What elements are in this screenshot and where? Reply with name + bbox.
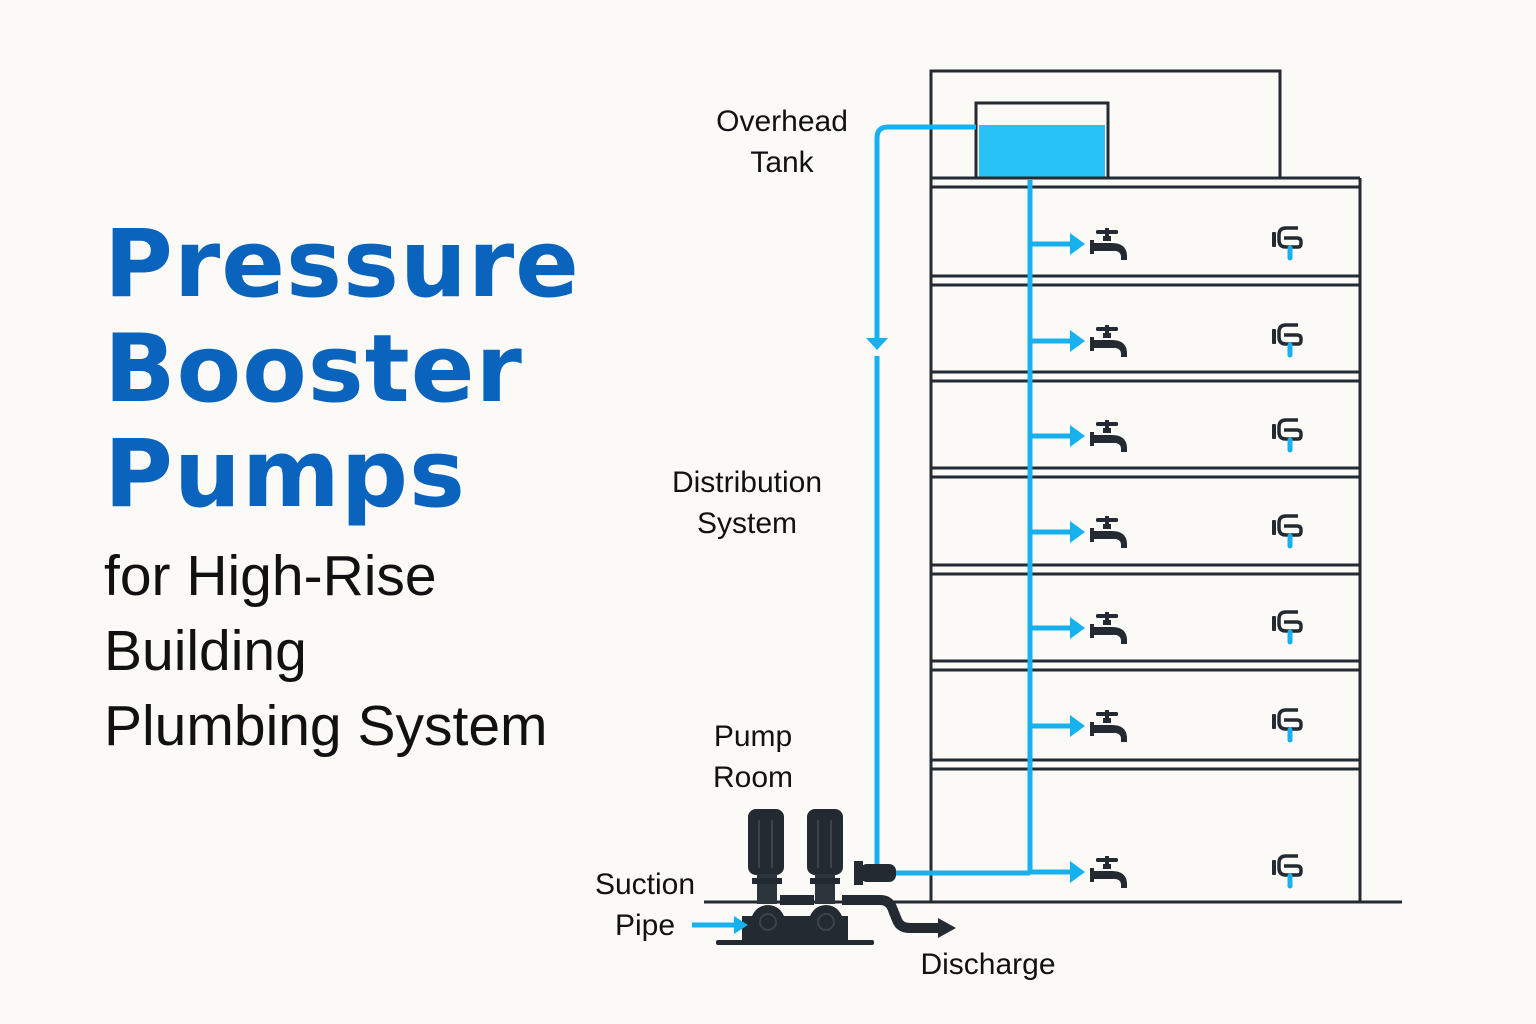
flow-arrow-icon <box>1070 425 1085 447</box>
discharge-arrow-icon <box>938 918 956 938</box>
fixtures <box>1090 228 1301 888</box>
shower-tap-icon <box>1272 228 1301 258</box>
floor-separators <box>931 176 1360 771</box>
flow-arrow-icon <box>1070 330 1085 352</box>
shower-tap-icon <box>1272 325 1301 355</box>
shower-tap-icon <box>1272 856 1301 886</box>
pump-2 <box>807 809 843 939</box>
flow-arrow-icon <box>1070 521 1085 543</box>
flow-arrow-icon <box>1070 233 1085 255</box>
overhead-tank <box>974 101 1110 180</box>
shower-tap-icon <box>1272 420 1301 450</box>
subtitle-line-3: Plumbing System <box>104 694 548 758</box>
pump-1 <box>748 809 785 939</box>
faucet-icon <box>1090 856 1127 888</box>
suction-label-line-2: Pipe <box>614 909 676 942</box>
manifold <box>780 895 814 905</box>
shower-tap-icon <box>1272 612 1301 642</box>
flow-arrow-icon <box>1070 715 1085 737</box>
distribution-system-label: Distribution System <box>654 462 840 544</box>
distribution-label-line-1: Distribution <box>671 466 823 499</box>
title-line-3: Pumps <box>104 420 466 529</box>
discharge-label: Discharge <box>920 948 1056 981</box>
overhead-tank-label-line-2: Tank <box>750 146 814 179</box>
faucet-icon <box>1090 710 1127 742</box>
pump-room-label: Pump Room <box>700 716 806 798</box>
subtitle-line-1: for High-Rise <box>104 544 437 608</box>
faucet-icon <box>1090 325 1127 357</box>
building-frame <box>704 178 1402 904</box>
faucet-icon <box>1090 612 1127 644</box>
faucet-icon <box>1090 228 1127 260</box>
suction-arrow-icon <box>734 916 748 934</box>
faucet-icon <box>1090 420 1127 452</box>
down-arrow-icon <box>866 338 888 350</box>
suction-pipe-label: Suction Pipe <box>584 864 706 946</box>
valve <box>854 861 896 885</box>
flow-arrow-icon <box>1070 861 1085 883</box>
overhead-tank-label-line-1: Overhead <box>716 105 848 138</box>
title-line-1: Pressure <box>104 210 580 319</box>
distribution-label-line-2: System <box>696 507 798 540</box>
shower-tap-icon <box>1272 516 1301 546</box>
title-line-2: Booster <box>104 315 523 424</box>
pump-room-label-line-2: Room <box>712 761 794 794</box>
tank-water-level <box>979 125 1105 177</box>
pump-room-label-line-1: Pump <box>713 720 793 753</box>
shower-tap-icon <box>1272 710 1301 740</box>
booster-pumps <box>716 809 956 945</box>
suction-label-line-1: Suction <box>594 868 696 901</box>
branch-pipes <box>1030 233 1085 883</box>
suction-arrow <box>692 916 748 934</box>
subtitle: for High-Rise Building Plumbing System <box>104 539 580 764</box>
flow-arrow-icon <box>1070 617 1085 639</box>
title-block: Pressure Booster Pumps for High-Rise Bui… <box>104 212 580 764</box>
faucet-icon <box>1090 516 1127 548</box>
discharge-pipe <box>842 895 940 933</box>
overhead-tank-label: Overhead Tank <box>704 101 860 183</box>
subtitle-line-2: Building <box>104 619 307 683</box>
